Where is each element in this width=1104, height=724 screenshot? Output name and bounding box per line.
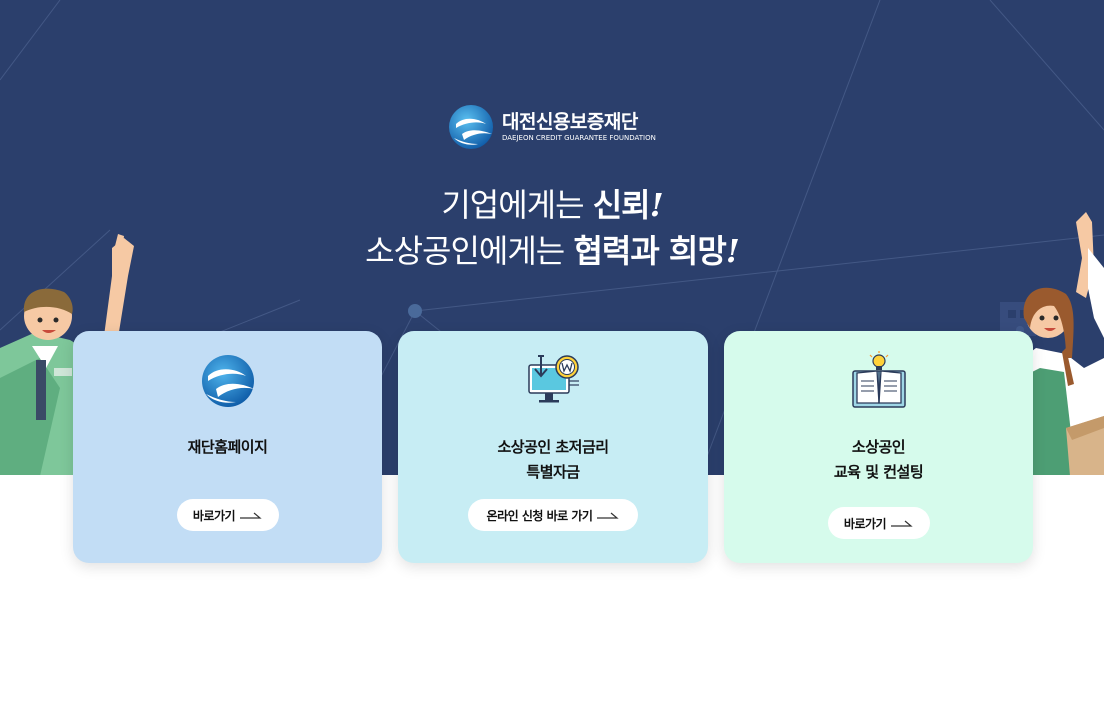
foundation-logo-icon xyxy=(449,105,493,149)
card-title: 소상공인 초저금리 특별자금 xyxy=(398,435,708,485)
logo-name-korean: 대전신용보증재단 xyxy=(502,111,638,133)
slogan-line-1-exclamation: ! xyxy=(649,186,664,224)
logo-name-english: DAEJEON CREDIT GUARANTEE FOUNDATION xyxy=(502,134,656,142)
slogan: 기업에게는 신뢰! 소상공인에게는 협력과 희망! xyxy=(0,182,1104,274)
card-foundation-homepage[interactable]: 재단홈페이지 바로가기 xyxy=(73,331,382,563)
card-title: 재단홈페이지 xyxy=(73,435,382,460)
card-title-line: 소상공인 xyxy=(851,438,906,456)
foundation-logo-icon xyxy=(201,355,254,407)
button-label: 온라인 신청 바로 가기 xyxy=(486,508,593,523)
slogan-line-2-exclamation: ! xyxy=(725,232,740,270)
online-apply-button[interactable]: 온라인 신청 바로 가기 xyxy=(468,499,638,531)
button-label: 바로가기 xyxy=(192,508,236,523)
card-education-consulting[interactable]: 소상공인 교육 및 컨설팅 바로가기 xyxy=(724,331,1033,563)
arrow-right-icon xyxy=(891,520,913,527)
slogan-line-1: 기업에게는 신뢰! xyxy=(0,182,1104,228)
online-application-monitor-icon xyxy=(528,355,579,403)
arrow-right-icon xyxy=(240,512,262,519)
button-label: 바로가기 xyxy=(843,516,887,531)
card-title-line: 특별자금 xyxy=(526,463,580,481)
go-homepage-button[interactable]: 바로가기 xyxy=(176,499,279,531)
card-special-low-interest-fund[interactable]: 소상공인 초저금리 특별자금 온라인 신청 바로 가기 xyxy=(398,331,708,563)
education-book-icon xyxy=(851,351,906,408)
card-title-line: 교육 및 컨설팅 xyxy=(833,463,924,481)
slogan-line-2-emphasis: 협력과 희망 xyxy=(573,232,726,270)
go-education-button[interactable]: 바로가기 xyxy=(827,507,930,539)
foundation-logo[interactable]: 대전신용보증재단 DAEJEON CREDIT GUARANTEE FOUNDA… xyxy=(448,104,656,150)
card-title-line: 소상공인 초저금리 xyxy=(497,438,609,456)
arrow-right-icon xyxy=(597,512,620,519)
slogan-line-1-text: 기업에게는 xyxy=(441,186,593,224)
slogan-line-2: 소상공인에게는 협력과 희망! xyxy=(0,228,1104,274)
card-title: 소상공인 교육 및 컨설팅 xyxy=(724,435,1033,485)
logo-text: 대전신용보증재단 DAEJEON CREDIT GUARANTEE FOUNDA… xyxy=(502,111,656,143)
slogan-line-1-emphasis: 신뢰 xyxy=(592,186,651,224)
card-title-line: 재단홈페이지 xyxy=(187,438,268,456)
slogan-line-2-text: 소상공인에게는 xyxy=(365,232,574,270)
